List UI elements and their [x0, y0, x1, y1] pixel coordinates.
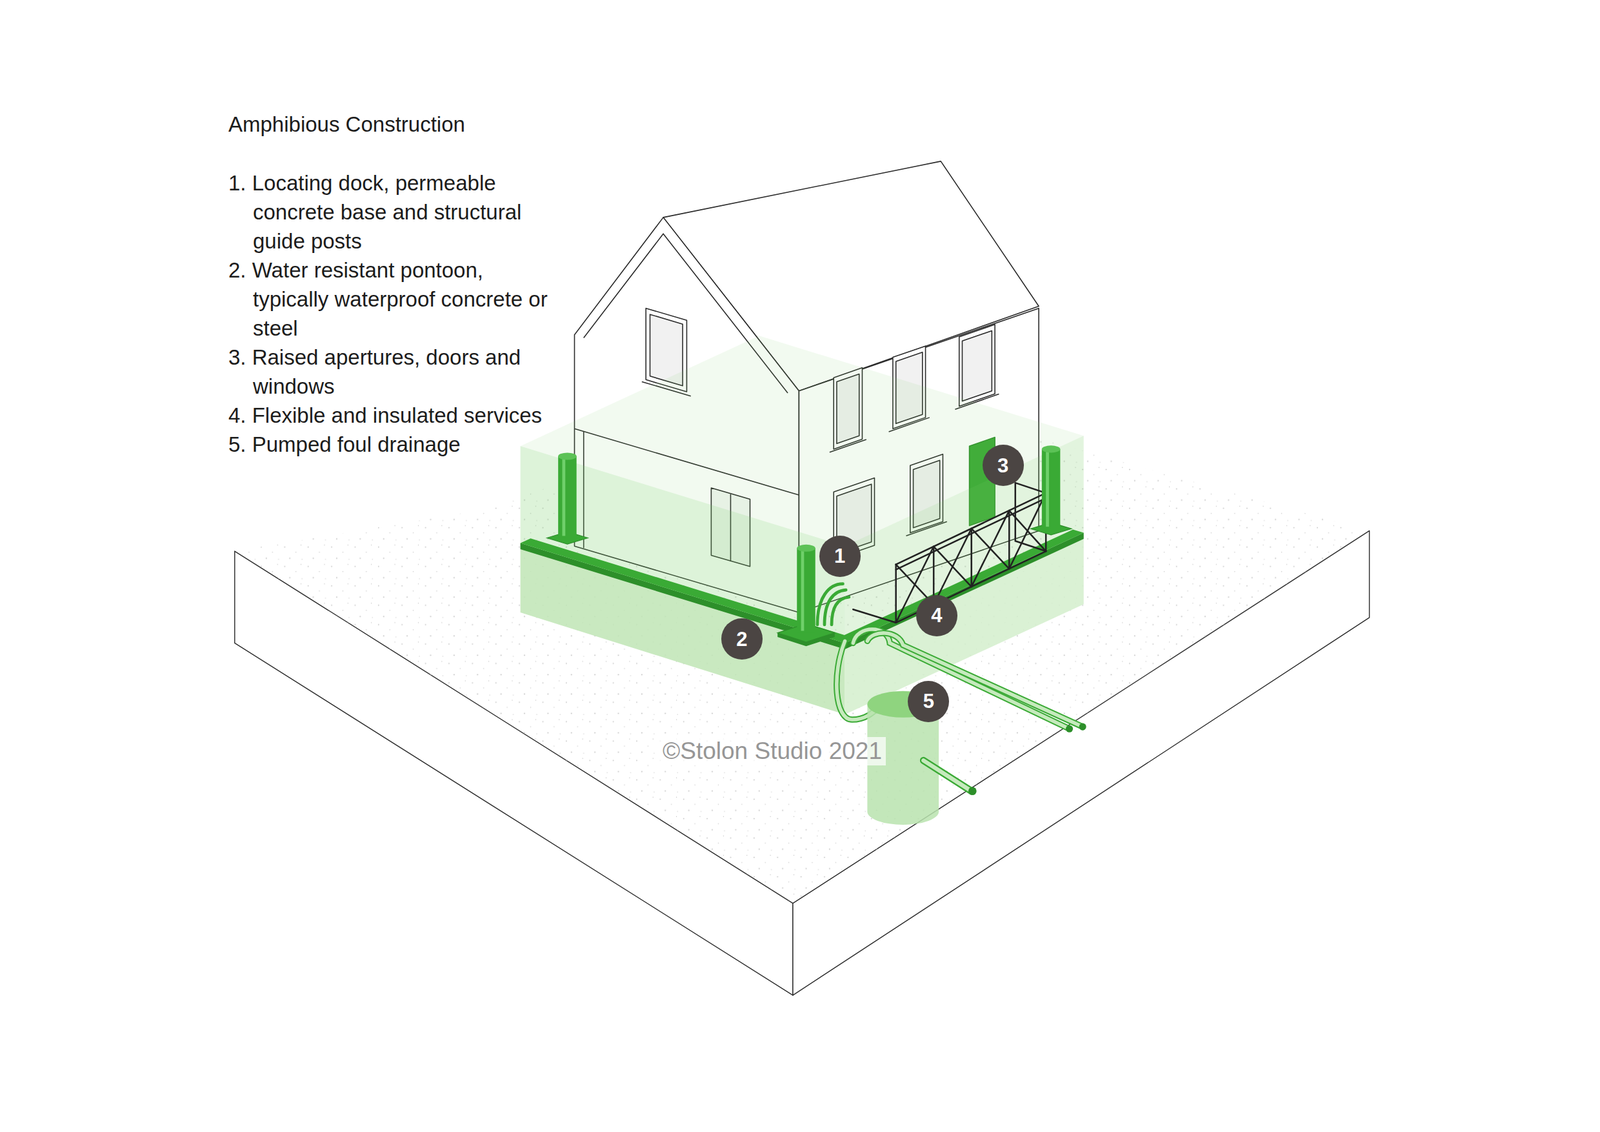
guide-post: [796, 547, 815, 633]
guide-post: [1041, 445, 1060, 453]
guide-post: [796, 544, 815, 552]
watermark: ©Stolon Studio 2021: [658, 736, 886, 766]
balcony-railing: [896, 492, 1047, 623]
pontoon: [520, 532, 1084, 650]
guide-post: [561, 458, 566, 536]
balcony-railing: [896, 492, 1047, 623]
foul-drainage-tank: [968, 786, 977, 795]
diagram-title: Amphibious Construction: [228, 109, 466, 139]
flexible-services: [867, 632, 1083, 727]
pontoon: [520, 529, 1084, 644]
guide-post: [558, 452, 577, 460]
key-item: 1. Locating dock, permeable concrete bas…: [228, 168, 564, 256]
flexible-services: [852, 629, 1070, 729]
flexible-services: [831, 596, 850, 625]
flexible-services: [1065, 725, 1073, 733]
key-item: 2. Water resistant pontoon, typically wa…: [228, 255, 564, 343]
callout-number: 4: [916, 594, 958, 637]
callout-text: 1: [834, 545, 846, 566]
callout-number: 1: [819, 535, 861, 577]
callout-text: 2: [736, 629, 748, 650]
callout-number: 3: [982, 444, 1024, 486]
key-item: 4. Flexible and insulated services: [228, 400, 564, 430]
guide-post: [558, 456, 577, 539]
house: [961, 330, 992, 401]
key-item: 5. Pumped foul drainage: [228, 429, 564, 459]
callout-text: 5: [923, 690, 935, 711]
house: [959, 324, 995, 407]
callout-number: 2: [721, 618, 763, 660]
balcony-railing: [1015, 482, 1046, 551]
guide-post: [1041, 449, 1060, 529]
callout-text: 3: [997, 455, 1009, 476]
foul-drainage-tank: [923, 760, 971, 791]
foul-drainage-tank: [923, 760, 971, 791]
callout-text: 4: [930, 605, 942, 626]
flexible-services: [817, 583, 1087, 733]
flexible-services: [1079, 723, 1087, 731]
pontoon: [520, 335, 1084, 715]
flexible-services: [852, 629, 1070, 729]
flexible-services: [867, 632, 1083, 727]
key-item: 3. Raised apertures, doors and windows: [228, 342, 564, 401]
balcony-railing: [896, 492, 1047, 623]
callout-number: 5: [907, 680, 950, 722]
key-list: 1. Locating dock, permeable concrete bas…: [228, 168, 564, 459]
guide-post: [777, 632, 835, 647]
balcony-railing: [852, 609, 896, 623]
guide-post: [1045, 450, 1050, 527]
guide-post: [801, 549, 805, 631]
